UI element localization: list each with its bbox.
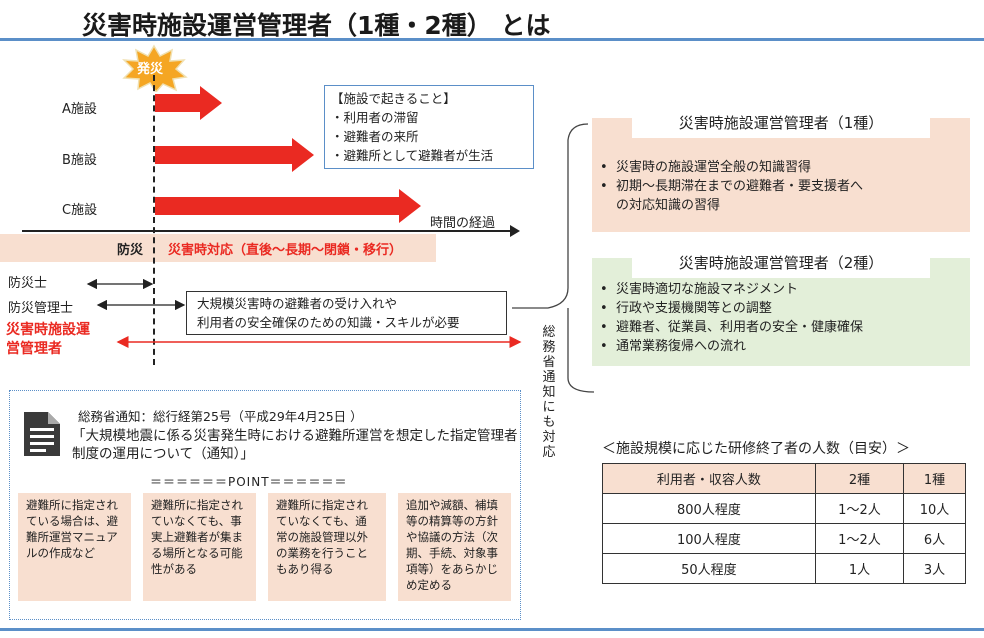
table-header-row: 利用者・収容人数 2種 1種 [602,463,966,494]
type1-panel: 災害時施設運営管理者（1種） 災害時の施設運営全般の知識習得 初期～長期滞在まで… [592,108,970,232]
table-cell: 800人程度 [602,493,816,524]
time-axis-head [510,225,520,237]
disaster-onset-line [153,75,155,365]
burst-icon [122,44,188,92]
notice-header: 総務省通知：総行経第25号（平成29年4月25日 ） [78,409,363,424]
role-arrows [86,278,186,311]
point-note: 避難所に指定されていなくても、通常の施設管理以外の業務を行うこともあり得る [268,493,386,601]
facility-c-label: C施設 [62,203,98,218]
facility-events-box: 【施設で起きること】 ・利用者の滞留 ・避難者の来所 ・避難所として避難者が生活 [324,85,534,169]
table-cell: 1～2人 [814,493,905,524]
facility-events-item: ・避難所として避難者が生活 [331,148,494,163]
type2-title: 災害時施設運営管理者（2種） [632,248,930,278]
brace [512,123,595,393]
table-cell: 50人程度 [602,553,816,584]
table-header-cell: 2種 [814,463,905,494]
table-row: 100人程度 1～2人 6人 [602,523,966,554]
facility-a-arrow-head [200,86,222,120]
facility-b-arrow [155,146,293,164]
bousai-label: 防災 [117,243,144,258]
table-row: 50人程度 1人 3人 [602,553,966,584]
role-bousaishi: 防災士 [8,276,48,291]
table-header-cell: 利用者・収容人数 [602,463,816,494]
facility-a-arrow [155,94,201,112]
type2-item: 災害時適切な施設マネジメント [616,280,960,299]
knowledge-line: 利用者の安全確保のための知識・スキルが必要 [197,315,460,330]
role-saigai-line2: 営管理者 [6,341,62,357]
facility-c-arrow-head [399,189,421,223]
bousai-band [0,234,436,262]
point-label: ＝＝＝＝＝＝POINT＝＝＝＝＝＝ [150,475,348,489]
burst-label: 発災 [137,62,164,77]
notice-title: 「大規模地震に係る災害発生時における避難所運営を想定した指定管理者制度の運用につ… [72,428,518,462]
table-cell: 1人 [814,553,905,584]
table-title: ＜施設規模に応じた研修終了者の人数（目安）＞ [602,441,910,457]
facility-b-label: B施設 [62,153,97,168]
point-note: 避難所に指定されていなくても、事実上避難者が集まる場所となる可能性がある [143,493,256,601]
type1-item: 初期～長期滞在までの避難者・要支援者へ の対応知識の習得 [616,177,960,215]
type1-title: 災害時施設運営管理者（1種） [632,108,930,138]
vertical-note: 総務省通知にも対応 [542,325,556,460]
role-saigai-line1: 災害時施設運 [6,322,90,338]
type2-item: 行政や支援機関等との調整 [616,299,960,318]
saigai-arrow [116,336,522,348]
table-cell: 100人程度 [602,523,816,554]
type1-item: 災害時の施設運営全般の知識習得 [616,158,960,177]
table-cell: 1～2人 [814,523,905,554]
point-note: 避難所に指定されている場合は、避難所運営マニュアルの作成など [18,493,131,601]
table-row: 800人程度 1～2人 10人 [602,493,966,524]
title-divider [0,38,984,41]
page-title: 災害時施設運営管理者（1種・2種） とは [82,11,551,40]
type2-item: 避難者、従業員、利用者の安全・健康確保 [616,318,960,337]
role-bousai-kanrisha: 防災管理士 [8,301,74,316]
knowledge-box: 大規模災害時の避難者の受け入れや 利用者の安全確保のための知識・スキルが必要 [186,291,507,335]
table-cell: 6人 [903,523,966,554]
training-table: 利用者・収容人数 2種 1種 800人程度 1～2人 10人 100人程度 1～… [602,463,966,584]
facility-events-item: ・避難者の来所 [331,129,419,144]
knowledge-line: 大規模災害時の避難者の受け入れや [197,296,398,311]
type2-panel: 災害時施設運営管理者（2種） 災害時適切な施設マネジメント 行政や支援機関等との… [592,248,970,366]
table-cell: 3人 [903,553,966,584]
notice-box [9,390,521,620]
type1-list: 災害時の施設運営全般の知識習得 初期～長期滞在までの避難者・要支援者へ の対応知… [602,158,960,215]
bousai-response-text: 災害時対応（直後～長期～閉鎖・移行） [168,243,403,258]
facility-a-label: A施設 [62,102,97,117]
table-cell: 10人 [903,493,966,524]
type2-list: 災害時適切な施設マネジメント 行政や支援機関等との調整 避難者、従業員、利用者の… [602,280,960,356]
document-icon [24,412,60,456]
table-header-cell: 1種 [903,463,966,494]
footer-divider [0,628,984,631]
facility-b-arrow-head [292,138,314,172]
facility-events-heading: 【施設で起きること】 [331,91,456,106]
facility-events-item: ・利用者の滞留 [331,110,419,125]
facility-c-arrow [155,197,400,215]
point-note: 追加や減額、補填等の精算等の方針や協議の方法（次期、手続、対象事項等）をあらかじ… [398,493,511,601]
time-axis-label: 時間の経過 [430,216,496,231]
type2-item: 通常業務復帰への流れ [616,337,960,356]
time-axis [22,230,512,232]
